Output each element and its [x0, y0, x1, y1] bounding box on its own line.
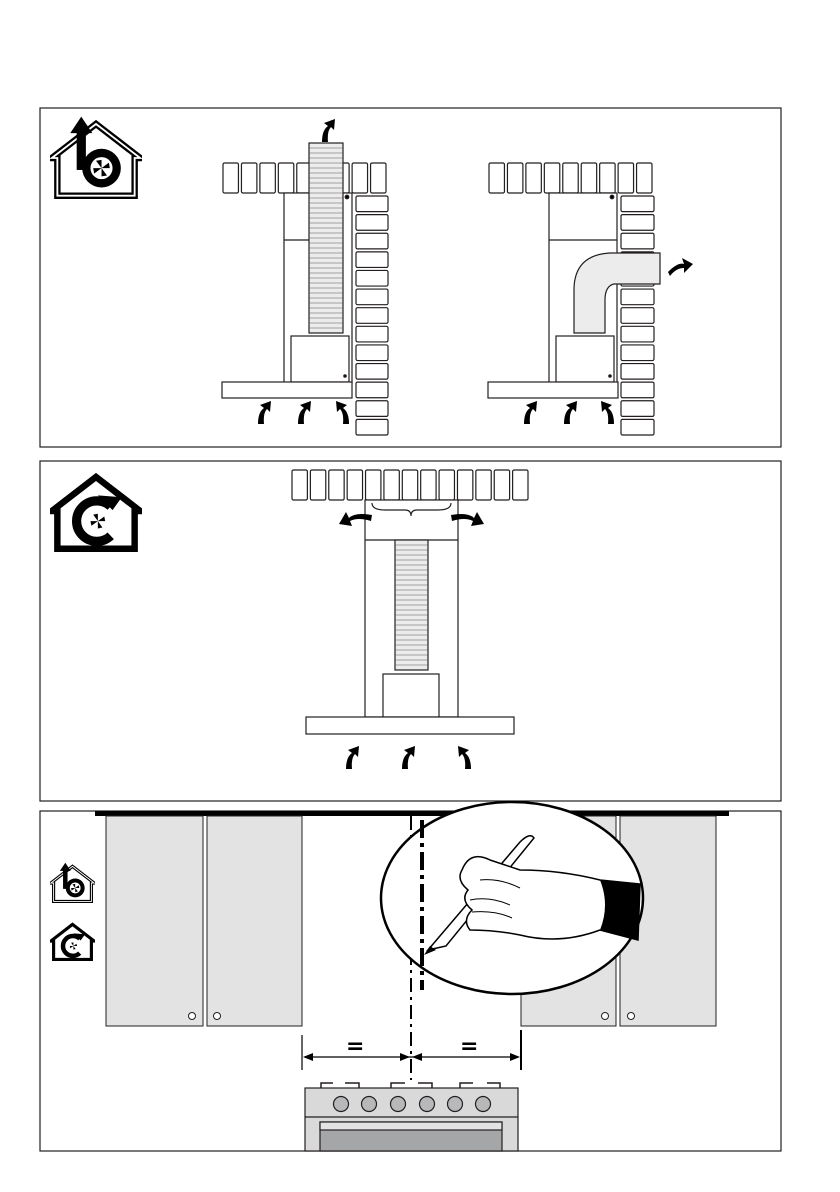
brick	[355, 418, 389, 436]
brick	[355, 307, 389, 324]
hood-vertical-duct	[221, 142, 353, 399]
exhaust-arrow-icon	[668, 258, 693, 276]
airflow-arrow-icon	[298, 401, 311, 424]
brick	[355, 195, 389, 213]
airflow-arrow-icon	[336, 401, 349, 424]
airflow-arrow-icon	[258, 401, 271, 424]
cooker	[304, 1082, 519, 1152]
brick	[355, 325, 389, 343]
brick	[259, 162, 276, 194]
airflow-arrow-icon	[346, 746, 359, 769]
cooker-knob	[418, 1095, 436, 1113]
brick	[291, 469, 308, 501]
brick	[355, 362, 389, 380]
brick	[617, 162, 635, 194]
brick	[506, 162, 524, 194]
brick	[277, 162, 295, 194]
extraction-mode-icon	[52, 117, 140, 196]
cooker-knob	[446, 1095, 464, 1113]
brick	[620, 195, 655, 213]
cooker-knob	[474, 1095, 492, 1113]
equal-distance-label-left: =	[346, 1034, 364, 1059]
recirculation-mode-icon	[51, 924, 94, 959]
brick	[355, 288, 389, 306]
brick	[401, 469, 419, 501]
brick	[355, 232, 389, 250]
brick	[620, 362, 655, 380]
equal-distance-label-right: =	[460, 1034, 478, 1059]
brick	[620, 214, 655, 231]
exhaust-arrow-icon	[322, 119, 335, 142]
brick	[525, 162, 542, 194]
brick	[346, 469, 364, 501]
brick	[543, 162, 561, 194]
brick	[355, 381, 389, 399]
wall-bricks-left	[222, 162, 389, 436]
brick	[562, 162, 579, 194]
marking-hand-illustration	[379, 800, 645, 996]
ceiling-line	[95, 811, 729, 816]
brick	[635, 162, 653, 194]
brick	[355, 214, 389, 231]
brick	[351, 162, 369, 194]
dimension-line	[301, 1030, 522, 1070]
brick	[438, 469, 456, 501]
brick	[383, 469, 400, 501]
airflow-arrows	[258, 401, 614, 424]
airflow-arrow-icon	[601, 401, 614, 424]
recirculation-mode-icon	[52, 477, 140, 549]
brick	[512, 469, 529, 501]
airflow-arrows	[346, 746, 471, 769]
panel-recirculation	[39, 460, 782, 802]
airflow-arrow-icon	[402, 746, 415, 769]
brick	[355, 269, 389, 287]
extraction-mode-icon	[50, 862, 95, 904]
brick	[420, 469, 437, 501]
brick	[309, 469, 327, 501]
brick	[620, 418, 655, 436]
cooker-knob	[332, 1095, 350, 1113]
brick	[493, 469, 511, 501]
brick	[475, 469, 492, 501]
brick	[620, 325, 655, 343]
recirculation-arrow-right	[451, 512, 484, 526]
brick	[328, 469, 345, 501]
brick	[620, 400, 655, 417]
brick	[369, 162, 387, 194]
brick	[240, 162, 258, 194]
brick	[580, 162, 598, 194]
brick	[620, 381, 655, 399]
hood-elbow-duct	[487, 192, 661, 399]
airflow-arrow-icon	[458, 746, 471, 769]
brick	[222, 162, 240, 194]
brick	[355, 400, 389, 417]
cooker-knob	[389, 1095, 407, 1113]
panel-ducted	[39, 107, 782, 448]
hood-recirculation	[305, 499, 515, 735]
brick	[488, 162, 506, 194]
brick	[620, 232, 655, 250]
brick	[599, 162, 616, 194]
airflow-arrow-icon	[524, 401, 537, 424]
brick	[355, 251, 389, 269]
brick	[620, 307, 655, 324]
recirculation-arrow-left	[339, 512, 372, 526]
brick	[355, 344, 389, 362]
brick	[620, 344, 655, 362]
brick	[364, 469, 382, 501]
cooker-knob	[360, 1095, 378, 1113]
brick	[456, 469, 474, 501]
ceiling-bricks	[291, 469, 529, 501]
airflow-arrow-icon	[564, 401, 577, 424]
brick	[620, 288, 655, 306]
